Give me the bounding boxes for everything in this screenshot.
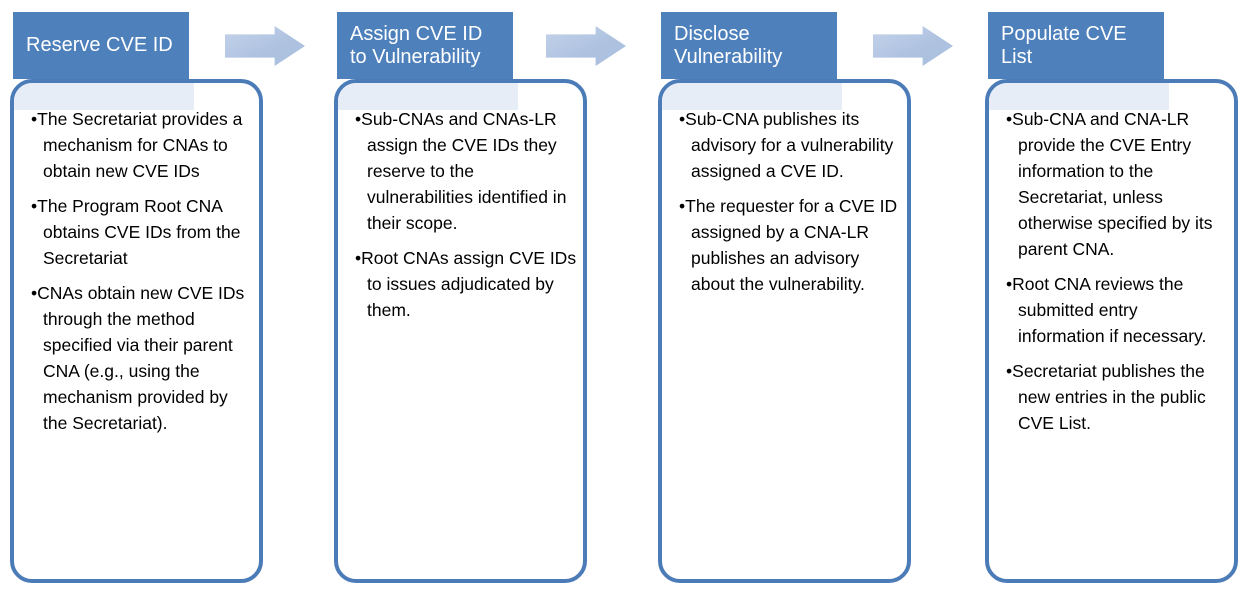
right-arrow-icon — [225, 26, 305, 66]
bullet-list: Sub-CNAs and CNAs-LR assign the CVE IDs … — [338, 83, 583, 323]
step-card-assign: Sub-CNAs and CNAs-LR assign the CVE IDs … — [334, 79, 587, 583]
bullet-item: CNAs obtain new CVE IDs through the meth… — [31, 280, 253, 436]
step-card-populate: Sub-CNA and CNA-LR provide the CVE Entry… — [985, 79, 1238, 583]
right-arrow-icon — [873, 26, 953, 66]
bullet-item: Root CNAs assign CVE IDs to issues adjud… — [355, 245, 577, 323]
step-header-reserve: Reserve CVE ID — [13, 12, 189, 79]
right-arrow-icon — [546, 26, 626, 66]
step-title: Disclose Vulnerability — [674, 22, 783, 68]
step-card-disclose: Sub-CNA publishes its advisory for a vul… — [658, 79, 911, 583]
bullet-item: The requester for a CVE ID assigned by a… — [679, 193, 901, 297]
bullet-list: The Secretariat provides a mechanism for… — [14, 83, 259, 436]
step-card-reserve: The Secretariat provides a mechanism for… — [10, 79, 263, 583]
bullet-item: Sub-CNA publishes its advisory for a vul… — [679, 106, 901, 184]
bullet-item: The Program Root CNA obtains CVE IDs fro… — [31, 193, 253, 271]
bullet-item: Root CNA reviews the submitted entry inf… — [1006, 271, 1228, 349]
bullet-list: Sub-CNA and CNA-LR provide the CVE Entry… — [989, 83, 1234, 436]
step-header-assign: Assign CVE ID to Vulnerability — [337, 12, 513, 79]
bullet-item: Sub-CNAs and CNAs-LR assign the CVE IDs … — [355, 106, 577, 236]
bullet-list: Sub-CNA publishes its advisory for a vul… — [662, 83, 907, 297]
step-title: Populate CVE List — [1001, 22, 1127, 68]
bullet-item: Secretariat publishes the new entries in… — [1006, 358, 1228, 436]
bullet-item: The Secretariat provides a mechanism for… — [31, 106, 253, 184]
step-header-populate: Populate CVE List — [988, 12, 1164, 79]
bullet-item: Sub-CNA and CNA-LR provide the CVE Entry… — [1006, 106, 1228, 262]
step-header-disclose: Disclose Vulnerability — [661, 12, 837, 79]
step-title: Reserve CVE ID — [26, 34, 173, 56]
step-title: Assign CVE ID to Vulnerability — [350, 22, 483, 68]
